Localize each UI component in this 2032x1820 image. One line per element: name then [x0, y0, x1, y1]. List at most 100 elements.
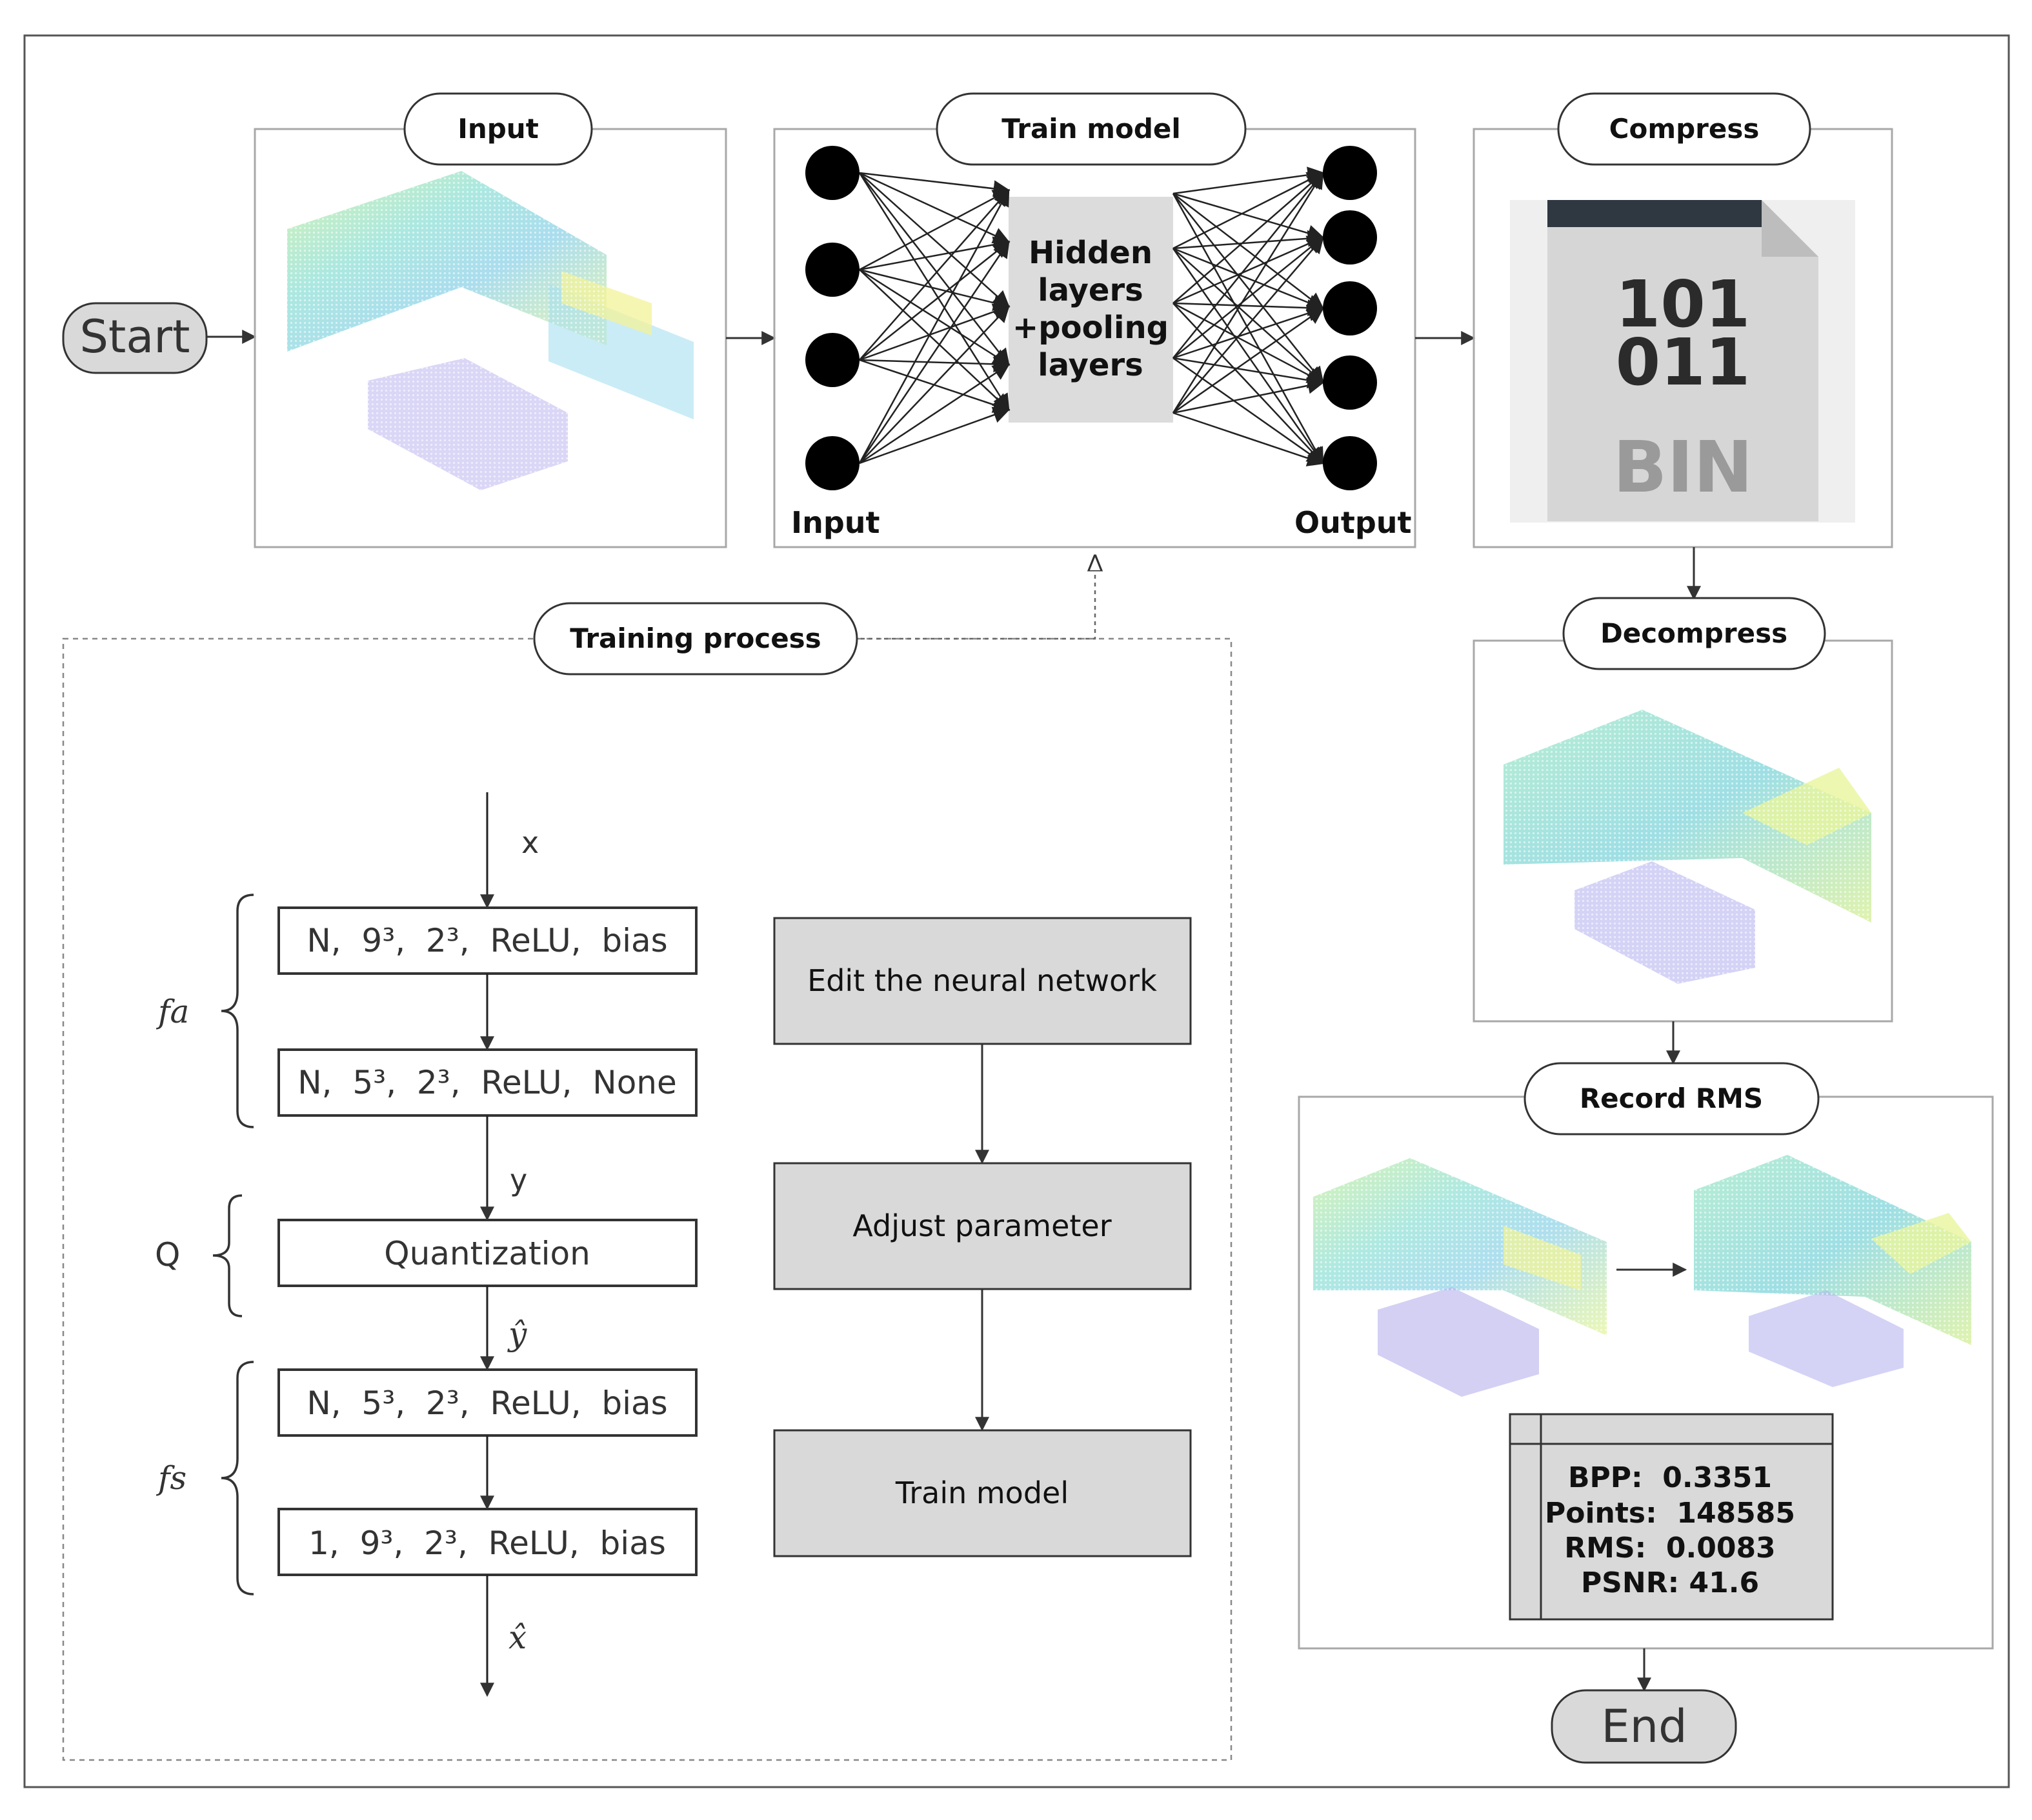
network-nodes [805, 146, 1377, 490]
original-point-cloud [1313, 1158, 1607, 1397]
training-process-title: Training process [570, 623, 821, 654]
training-process-title-pill: Training process [533, 602, 858, 675]
input-edge-2-1 [859, 241, 1011, 361]
output-node-5 [1323, 436, 1377, 490]
outer-frame [23, 34, 2010, 1788]
input-edge-0-4 [858, 172, 1010, 412]
file-bin-tag: BIN [1613, 426, 1753, 508]
group-label-q: Q [155, 1236, 180, 1274]
train-model-title-pill: Train model [936, 92, 1247, 166]
reconstructed-point-cloud [1694, 1155, 1971, 1387]
output-node-1 [1323, 146, 1377, 200]
input-edge-2-3 [859, 355, 1011, 373]
metric-points: Points: 148585 [1545, 1497, 1795, 1530]
input-edge-2-0 [859, 189, 1010, 361]
end-node: End [1551, 1689, 1737, 1764]
output-edge-0-0 [1172, 166, 1325, 195]
compress-title-pill: Compress [1557, 92, 1811, 166]
output-edge-4-1 [1172, 236, 1324, 414]
file-binary-line-2: 011 [1616, 325, 1751, 400]
metric-rms: RMS: 0.0083 [1564, 1532, 1775, 1565]
group-label-fs: fs [156, 1459, 186, 1497]
feedback-dotted-link [853, 556, 1095, 640]
input-edge-0-1 [859, 172, 1011, 243]
record-rms-panel: BPP: 0.3351 Points: 148585 RMS: 0.0083 P… [1298, 1095, 1994, 1650]
decompress-title: Decompress [1600, 617, 1787, 649]
training-steps: Edit the neural network Adjust parameter… [773, 917, 1192, 1557]
input-edge-0-0 [859, 172, 1011, 197]
input-edge-3-2 [859, 305, 1010, 464]
decompressed-point-cloud [1504, 710, 1871, 984]
input-edge-0-2 [859, 172, 1010, 308]
decompress-title-pill: Decompress [1562, 597, 1826, 670]
output-edge-1-2 [1172, 247, 1325, 311]
hidden-layers-box [1009, 197, 1173, 423]
layer-label-quantization: Quantization [384, 1235, 590, 1272]
end-label: End [1601, 1700, 1687, 1753]
input-edge-3-1 [858, 240, 1010, 464]
input-edge-1-1 [859, 236, 1011, 271]
start-label: Start [79, 310, 190, 363]
layer-label-2: N, 5³, 2³, ReLU, None [297, 1064, 677, 1101]
input-node-4 [805, 436, 860, 490]
step-label-edit-network: Edit the neural network [807, 963, 1157, 998]
network-input-caption: Input [791, 505, 880, 540]
layer-label-3: N, 5³, 2³, ReLU, bias [307, 1385, 667, 1422]
output-edge-1-1 [1172, 230, 1325, 250]
layer-box-1 [277, 906, 698, 975]
output-edge-0-1 [1172, 192, 1325, 241]
bin-file-icon: 101 011 BIN [1510, 200, 1855, 523]
hidden-layers-line-3: +pooling [1012, 310, 1169, 346]
input-edge-1-2 [859, 268, 1011, 312]
output-edge-4-4 [1172, 412, 1325, 466]
step-label-adjust-parameter: Adjust parameter [852, 1208, 1111, 1243]
hidden-layers-line-4: layers [1038, 347, 1143, 383]
output-edge-2-3 [1172, 302, 1325, 384]
output-node-3 [1323, 281, 1377, 335]
metrics-table: BPP: 0.3351 Points: 148585 RMS: 0.0083 P… [1509, 1413, 1834, 1621]
input-title-pill: Input [403, 92, 593, 166]
step-box-adjust-parameter [773, 1162, 1192, 1290]
hidden-layers-line-1: Hidden [1029, 235, 1152, 271]
output-edge-2-0 [1172, 172, 1324, 304]
input-edge-3-4 [859, 406, 1011, 465]
input-edge-3-3 [859, 363, 1011, 465]
metric-psnr: PSNR: 41.6 [1581, 1566, 1759, 1599]
network-output-caption: Output [1294, 505, 1412, 540]
signal-y-hat: ŷ [507, 1315, 527, 1353]
input-node-2 [805, 243, 860, 297]
input-panel [254, 128, 727, 548]
compress-title: Compress [1609, 113, 1760, 145]
output-edge-1-4 [1172, 248, 1324, 465]
metric-bpp: BPP: 0.3351 [1568, 1461, 1772, 1494]
group-label-fa: fa [156, 993, 189, 1030]
layer-box-quantization [277, 1219, 698, 1287]
network-connections [858, 166, 1325, 466]
step-label-train-model: Train model [895, 1475, 1069, 1510]
step-box-train-model [773, 1429, 1192, 1557]
brace-fa [221, 894, 254, 1128]
layer-label-4: 1, 9³, 2³, ReLU, bias [308, 1525, 666, 1562]
output-edge-2-4 [1172, 303, 1324, 465]
output-edge-0-3 [1172, 193, 1324, 385]
output-edge-3-3 [1172, 357, 1325, 389]
decompress-panel [1473, 639, 1893, 1023]
signal-y: y [510, 1163, 527, 1197]
output-edge-4-0 [1172, 171, 1324, 414]
record-rms-title-pill: Record RMS [1524, 1062, 1820, 1135]
output-edge-3-1 [1172, 236, 1325, 359]
layer-box-3 [277, 1368, 698, 1437]
output-node-4 [1323, 355, 1377, 410]
layer-stack: x N, 9³, 2³, ReLU, bias N, 5³, 2³, ReLU,… [277, 792, 698, 1697]
input-title: Input [458, 113, 539, 145]
layer-box-4 [277, 1508, 698, 1576]
input-node-1 [805, 146, 860, 200]
input-node-3 [805, 333, 860, 387]
output-edge-1-3 [1172, 248, 1324, 384]
brace-fs [221, 1361, 254, 1595]
group-braces [212, 894, 254, 1595]
record-rms-title: Record RMS [1580, 1083, 1763, 1114]
compress-panel: 101 011 BIN [1473, 128, 1893, 548]
hidden-layers-line-2: layers [1038, 272, 1143, 308]
